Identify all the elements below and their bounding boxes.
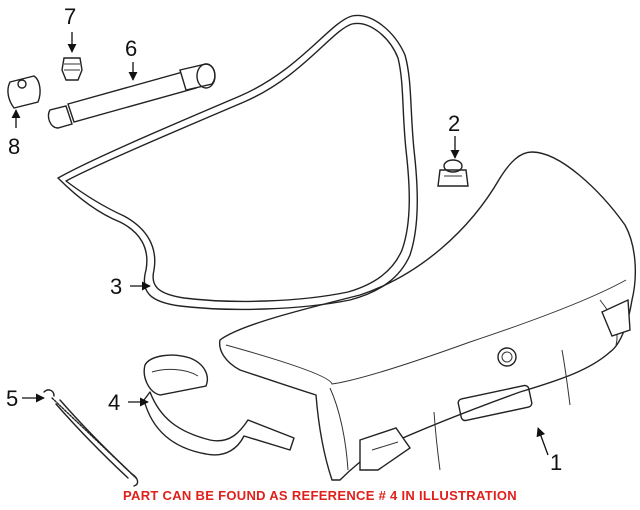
- bracket: [7, 75, 41, 109]
- callout-8: 8: [8, 134, 20, 159]
- callout-6: 6: [125, 36, 137, 61]
- callout-2: 2: [448, 111, 460, 136]
- reference-note: PART CAN BE FOUND AS REFERENCE # 4 IN IL…: [123, 488, 517, 503]
- torsion-spring: [43, 389, 139, 487]
- callout-7: 7: [64, 4, 76, 29]
- bolt: [61, 57, 83, 81]
- trunk-lid: [218, 151, 636, 481]
- callout-5: 5: [6, 386, 18, 411]
- trunk-latch-assembly: [143, 354, 295, 456]
- weatherstrip-seal: [57, 14, 418, 311]
- leader-1: [536, 427, 549, 456]
- bump-stop: [437, 159, 469, 187]
- callout-3: 3: [110, 274, 122, 299]
- lift-support-strut: [47, 63, 216, 129]
- leader-lines: [11, 32, 549, 456]
- callout-4: 4: [108, 390, 120, 415]
- callout-1: 1: [550, 450, 562, 475]
